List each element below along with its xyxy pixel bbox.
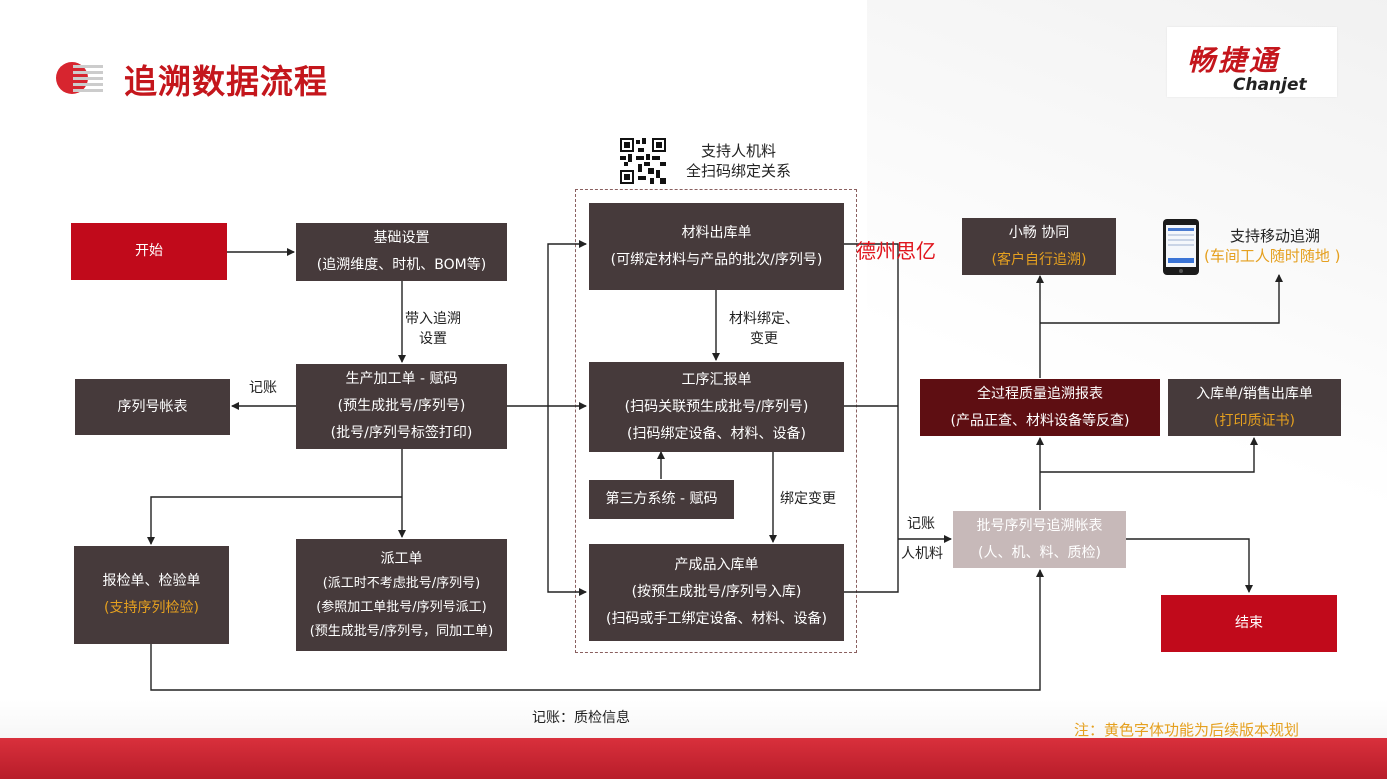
xiaochang-node: 小畅 协同 (客户自行追溯) [962, 218, 1116, 275]
qr-note-line2: 全扫码绑定关系 [686, 162, 792, 180]
third-party-node: 第三方系统 - 赋码 [589, 480, 734, 519]
material-out-detail: (可绑定材料与产品的批次/序列号) [610, 251, 823, 268]
xiaochang-title: 小畅 协同 [1008, 224, 1070, 241]
mobile-note: 支持移动追溯 (车间工人随时随地 ) [1204, 226, 1340, 266]
label-bind-change-1: 材料绑定、 变更 [729, 309, 799, 349]
quality-report-detail: (产品正查、材料设备等反查) [950, 412, 1130, 429]
quality-report-node: 全过程质量追溯报表 (产品正查、材料设备等反查) [920, 379, 1160, 436]
qr-note: 支持人机料 全扫码绑定关系 [686, 141, 791, 181]
inspection-detail: (支持序列检验) [104, 600, 199, 616]
dispatch-order-node: 派工单 (派工时不考虑批号/序列号) (参照加工单批号/序列号派工) (预生成批… [296, 539, 507, 651]
label-bind-change-1-line2: 变更 [750, 331, 778, 347]
dispatch-order-title: 派工单 [380, 551, 423, 567]
start-node: 开始 [71, 223, 227, 280]
stock-doc-node: 入库单/销售出库单 (打印质证书) [1168, 379, 1341, 436]
end-node: 结束 [1161, 595, 1337, 652]
process-report-title: 工序汇报单 [681, 371, 752, 388]
footer-fade [0, 700, 1387, 740]
basic-settings-detail: (追溯维度、时机、BOM等) [316, 257, 487, 273]
watermark-text: 德州思亿 [856, 239, 936, 263]
process-report-node: 工序汇报单 (扫码关联预生成批号/序列号) (扫码绑定设备、材料、设备) [589, 362, 844, 452]
dispatch-order-detail1: (派工时不考虑批号/序列号) [322, 576, 481, 591]
serial-ledger-label: 序列号帐表 [117, 398, 188, 415]
product-in-detail2: (扫码或手工绑定设备、材料、设备) [606, 611, 827, 627]
start-label: 开始 [135, 243, 163, 259]
scan-group-frame [575, 189, 857, 653]
title-bullet-icon [56, 62, 103, 94]
stock-doc-title: 入库单/销售出库单 [1196, 385, 1313, 402]
label-bring-in-line2: 设置 [419, 331, 447, 347]
label-bind-change-1-line1: 材料绑定、 [729, 311, 799, 327]
mobile-note-line2: (车间工人随时随地 ) [1204, 247, 1341, 265]
product-in-node: 产成品入库单 (按预生成批号/序列号入库) (扫码或手工绑定设备、材料、设备) [589, 544, 844, 641]
inspection-node: 报检单、检验单 (支持序列检验) [74, 546, 229, 644]
qr-code-icon [620, 138, 666, 184]
material-out-node: 材料出库单 (可绑定材料与产品的批次/序列号) [589, 203, 844, 290]
label-bring-in: 带入追溯 设置 [405, 309, 461, 349]
logo-cn-text: 畅捷通 [1187, 44, 1281, 77]
xiaochang-detail: (客户自行追溯) [991, 251, 1087, 268]
mobile-phone-icon [1163, 219, 1199, 275]
production-order-title: 生产加工单 - 赋码 [345, 371, 458, 387]
dispatch-order-detail3: (预生成批号/序列号，同加工单) [309, 624, 494, 639]
batch-ledger-node: 批号序列号追溯帐表 (人、机、料、质检) [953, 511, 1126, 568]
label-man-machine-material: 人机料 [901, 546, 943, 562]
label-bind-change-2: 绑定变更 [780, 491, 836, 507]
quality-report-title: 全过程质量追溯报表 [977, 385, 1103, 402]
product-in-detail1: (按预生成批号/序列号入库) [631, 584, 802, 600]
basic-settings-title: 基础设置 [373, 230, 430, 246]
production-order-detail1: (预生成批号/序列号) [337, 398, 466, 414]
material-out-title: 材料出库单 [681, 224, 752, 241]
serial-ledger-node: 序列号帐表 [75, 379, 230, 435]
inspection-title: 报检单、检验单 [102, 573, 201, 589]
mobile-note-line1: 支持移动追溯 [1230, 227, 1321, 245]
brand-logo: 畅捷通 Chanjet [1167, 27, 1337, 97]
end-label: 结束 [1235, 615, 1263, 631]
logo-en-text: Chanjet [1233, 75, 1307, 95]
qr-note-line1: 支持人机料 [701, 142, 777, 160]
page-title: 追溯数据流程 [124, 62, 328, 101]
label-record-1: 记账 [249, 380, 277, 396]
batch-ledger-title: 批号序列号追溯帐表 [976, 517, 1103, 534]
stock-doc-detail: (打印质证书) [1214, 412, 1295, 429]
basic-settings-node: 基础设置 (追溯维度、时机、BOM等) [296, 223, 507, 281]
footer-stripe [0, 738, 1387, 779]
process-report-detail1: (扫码关联预生成批号/序列号) [624, 398, 809, 415]
label-record-2: 记账 [907, 516, 935, 532]
footnote: 注：黄色字体功能为后续版本规划 [1074, 721, 1300, 739]
production-order-node: 生产加工单 - 赋码 (预生成批号/序列号) (批号/序列号标签打印) [296, 364, 507, 449]
product-in-title: 产成品入库单 [674, 557, 759, 573]
dispatch-order-detail2: (参照加工单批号/序列号派工) [316, 600, 487, 615]
process-report-detail2: (扫码绑定设备、材料、设备) [627, 425, 806, 442]
production-order-detail2: (批号/序列号标签打印) [330, 425, 473, 441]
third-party-label: 第三方系统 - 赋码 [605, 491, 718, 507]
label-record-quality: 记账：质检信息 [532, 710, 630, 726]
batch-ledger-detail: (人、机、料、质检) [978, 544, 1101, 561]
label-bring-in-line1: 带入追溯 [405, 311, 461, 327]
